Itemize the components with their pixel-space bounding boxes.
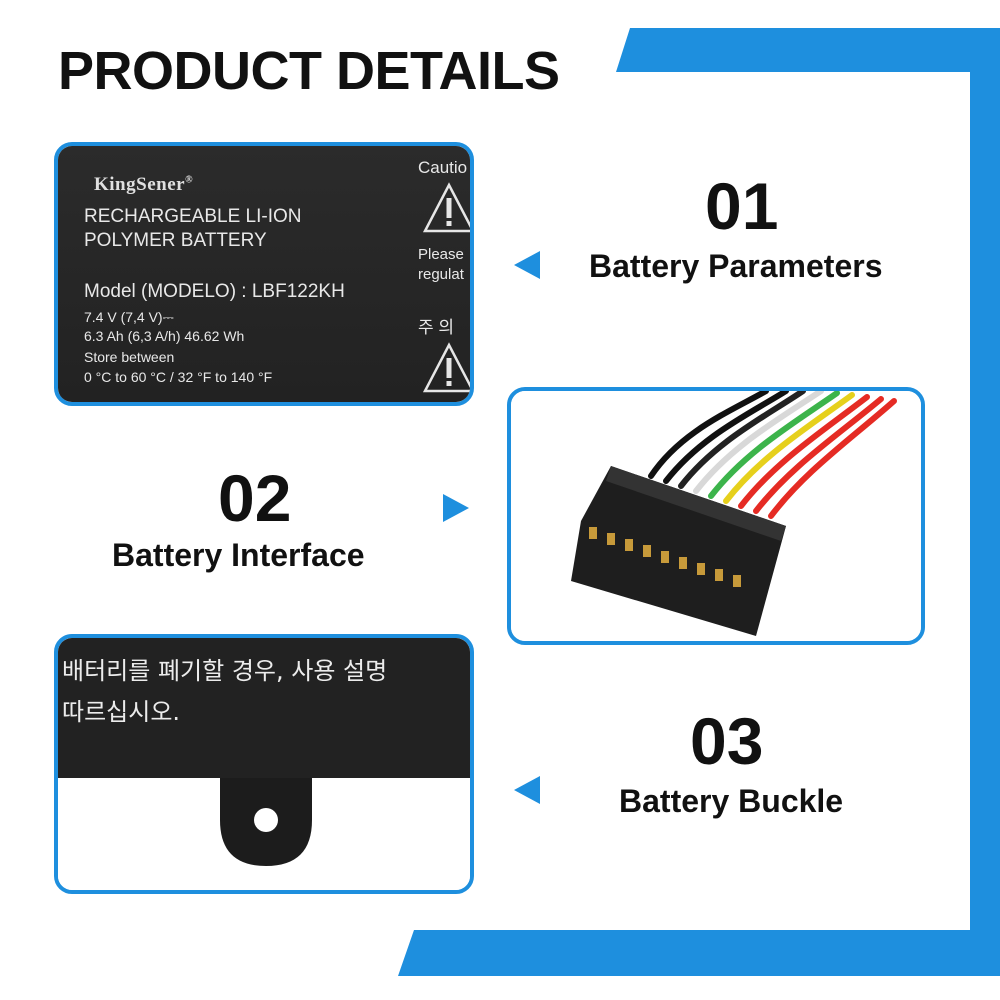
feature-label-03: Battery Buckle (619, 783, 844, 819)
feature-number-03: 03 (690, 704, 764, 778)
battery-type-line1: RECHARGEABLE LI-ION (84, 206, 302, 227)
arrow-left-icon-2 (514, 776, 540, 804)
caution-text: Cautio (418, 158, 468, 177)
feature-number-02: 02 (218, 461, 292, 535)
feature-label-01: Battery Parameters (589, 248, 883, 284)
buckle-illustration (58, 638, 470, 890)
feature-label-02: Battery Interface (112, 537, 365, 573)
battery-voltage: 7.4 V (7,4 V)⎓ (84, 309, 174, 325)
regulat-text: regulat (418, 266, 464, 283)
brand-logo: KingSener® (94, 174, 194, 195)
warning-icon (422, 182, 470, 233)
arrow-right-icon (443, 494, 469, 522)
battery-label-surface: KingSener® RECHARGEABLE LI-ION POLYMER B… (58, 146, 470, 402)
buckle-korean-line1: 배터리를 폐기할 경우, 사용 설명 (62, 657, 388, 685)
battery-temperature: 0 °C to 60 °C / 32 °F to 140 °F (84, 369, 273, 385)
battery-type-line2: POLYMER BATTERY (84, 230, 267, 251)
feature-number-01: 01 (705, 169, 779, 243)
please-text: Please (418, 246, 464, 263)
battery-interface-image (507, 387, 925, 645)
warning-icon-2 (422, 342, 470, 393)
battery-store: Store between (84, 349, 175, 365)
connector-illustration (511, 391, 921, 641)
buckle-korean-line2: 따르십시오. (62, 698, 181, 726)
battery-parameters-image: KingSener® RECHARGEABLE LI-ION POLYMER B… (54, 142, 474, 406)
korean-caution-mark: 주 의 (418, 318, 455, 337)
page-title: PRODUCT DETAILS (58, 41, 560, 101)
arrow-left-icon (514, 251, 540, 279)
battery-buckle-image: 배터리를 폐기할 경우, 사용 설명 따르십시오. (54, 634, 474, 894)
battery-capacity: 6.3 Ah (6,3 A/h) 46.62 Wh (84, 328, 245, 344)
battery-model: Model (MODELO) : LBF122KH (84, 281, 345, 302)
